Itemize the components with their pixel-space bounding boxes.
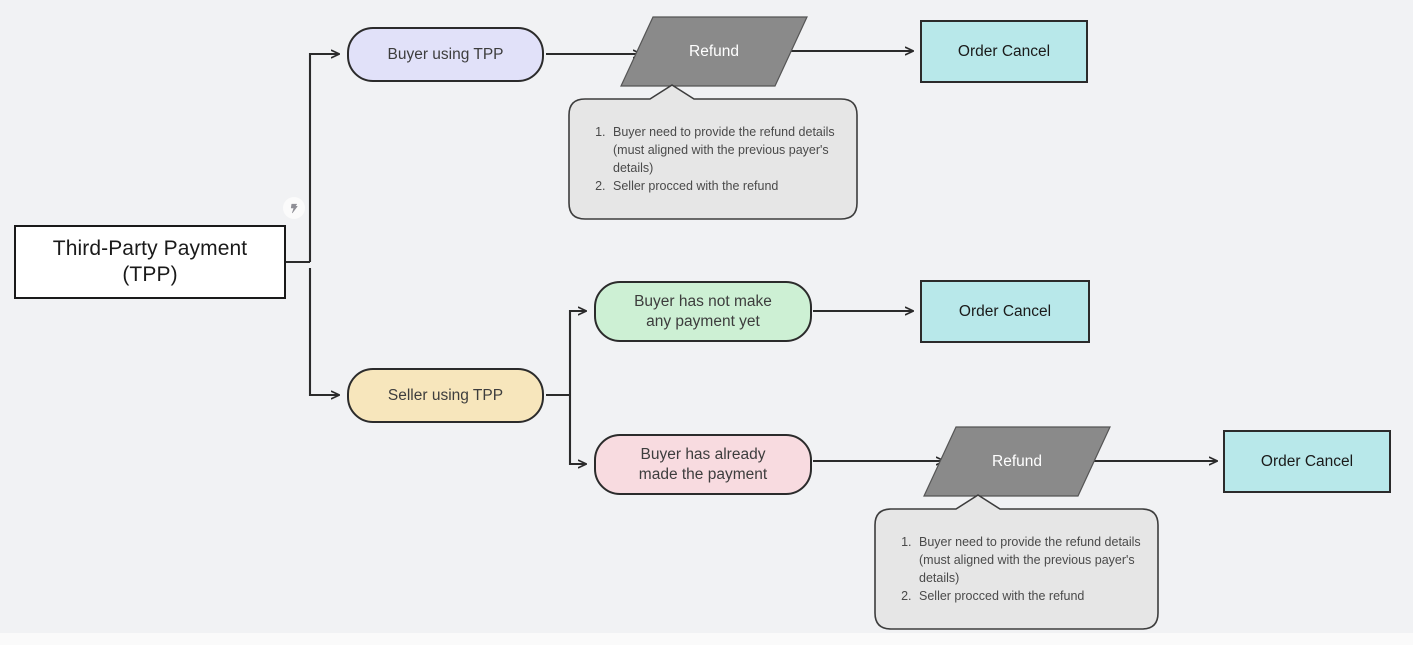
node-buyer-using-tpp[interactable]: Buyer using TPP [347, 27, 544, 82]
note-bottom-shape [874, 494, 1159, 630]
node-buyer-no-payment[interactable]: Buyer has not make any payment yet [594, 281, 812, 342]
refund-top-shape [620, 16, 808, 87]
node-order-cancel-3[interactable]: Order Cancel [1223, 430, 1391, 493]
canvas-bottom-band [0, 633, 1413, 645]
note-top-shape [568, 84, 858, 220]
node-order-cancel-2[interactable]: Order Cancel [920, 280, 1090, 343]
note-bottom-item: Buyer need to provide the refund details… [915, 534, 1142, 587]
edge-root-to-buyer-tpp [308, 54, 339, 262]
node-seller-using-tpp[interactable]: Seller using TPP [347, 368, 544, 423]
note-top-item: Buyer need to provide the refund details… [609, 124, 841, 177]
note-top-list: Buyer need to provide the refund details… [587, 124, 841, 196]
note-top: Buyer need to provide the refund details… [569, 110, 857, 219]
note-bottom: Buyer need to provide the refund details… [875, 520, 1158, 629]
note-top-item: Seller procced with the refund [609, 178, 841, 196]
note-bottom-list: Buyer need to provide the refund details… [893, 534, 1142, 606]
edge-root-to-seller-tpp [308, 268, 339, 395]
edge-seller-to-already-paid [568, 395, 586, 464]
node-order-cancel-1[interactable]: Order Cancel [920, 20, 1088, 83]
edge-seller-to-no-payment [568, 311, 586, 395]
note-bottom-item: Seller procced with the refund [915, 588, 1142, 606]
zap-icon [290, 203, 298, 213]
node-third-party-payment[interactable]: Third-Party Payment (TPP) [14, 225, 286, 299]
refund-bottom-shape [923, 426, 1111, 497]
zap-badge[interactable] [283, 197, 305, 219]
node-buyer-already-paid[interactable]: Buyer has already made the payment [594, 434, 812, 495]
